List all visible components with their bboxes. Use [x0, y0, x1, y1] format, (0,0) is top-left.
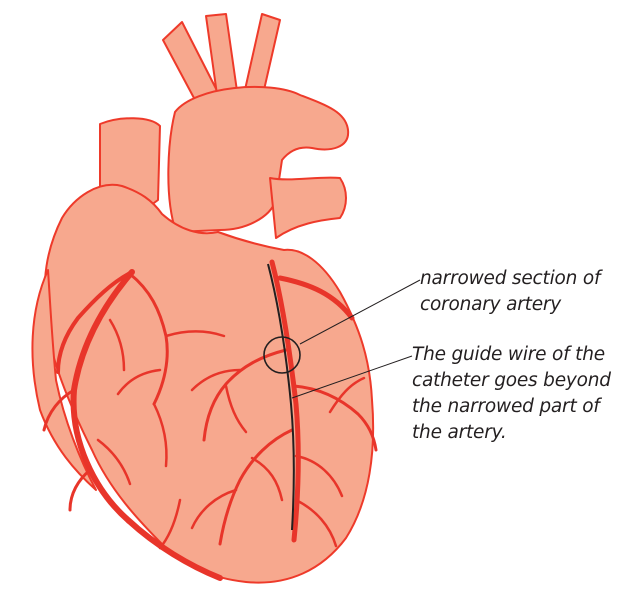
label-line: narrowed section of [420, 266, 600, 292]
label-guide-wire: The guide wire of the catheter goes beyo… [412, 342, 611, 446]
label-line: catheter goes beyond [412, 368, 611, 394]
pulmonary-vein [270, 178, 346, 238]
label-line: coronary artery [420, 292, 600, 318]
label-line: the narrowed part of [412, 394, 611, 420]
label-line: the artery. [412, 420, 611, 446]
heart-body [32, 14, 373, 583]
label-narrowed-section: narrowed section of coronary artery [420, 266, 600, 318]
label-line: The guide wire of the [412, 342, 611, 368]
